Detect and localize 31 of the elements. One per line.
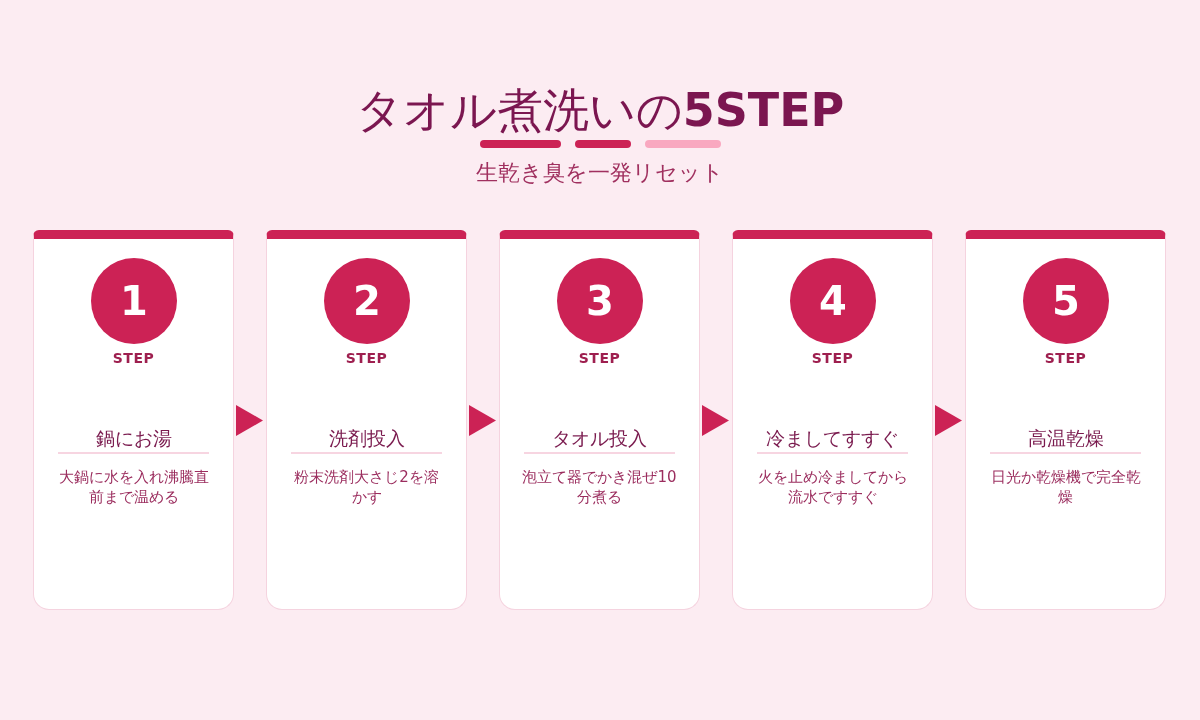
step-label: STEP [112,349,155,367]
step-heading: 洗剤投入 [328,426,405,450]
step-heading: 高温乾燥 [1027,426,1104,450]
step-card [266,230,467,610]
step-label: STEP [811,349,854,367]
subtitle: 生乾き臭を一発リセット [476,160,724,186]
step-card [732,230,933,610]
step-number: 5 [1052,279,1080,323]
arrow [702,405,729,436]
step-description: 火を止め冷ましてから流水ですすぐ [756,467,909,507]
step-label: STEP [1044,349,1087,367]
step-heading: 鍋にお湯 [95,426,172,450]
step-heading: タオル投入 [552,426,647,450]
step-number: 3 [586,279,614,323]
step-description: 日光か乾燥機で完全乾燥 [989,467,1142,507]
step-description: 粉末洗剤大さじ2を溶かす [293,467,440,507]
step-heading: 冷ましてすすぐ [766,426,899,450]
step-label: STEP [578,349,621,367]
step-number: 1 [120,279,148,323]
step-card [33,230,234,610]
arrow [469,405,496,436]
title: タオル煮洗いの5STEP [355,82,845,139]
step-number: 4 [819,279,847,323]
step-label: STEP [345,349,388,367]
arrow [935,405,962,436]
arrow [236,405,263,436]
step-description: 泡立て器でかき混ぜ10分煮る [521,467,678,507]
step-description: 大鍋に水を入れ沸騰直前まで温める [57,467,210,507]
step-card [965,230,1166,610]
step-card [499,230,700,610]
step-number: 2 [353,279,381,323]
